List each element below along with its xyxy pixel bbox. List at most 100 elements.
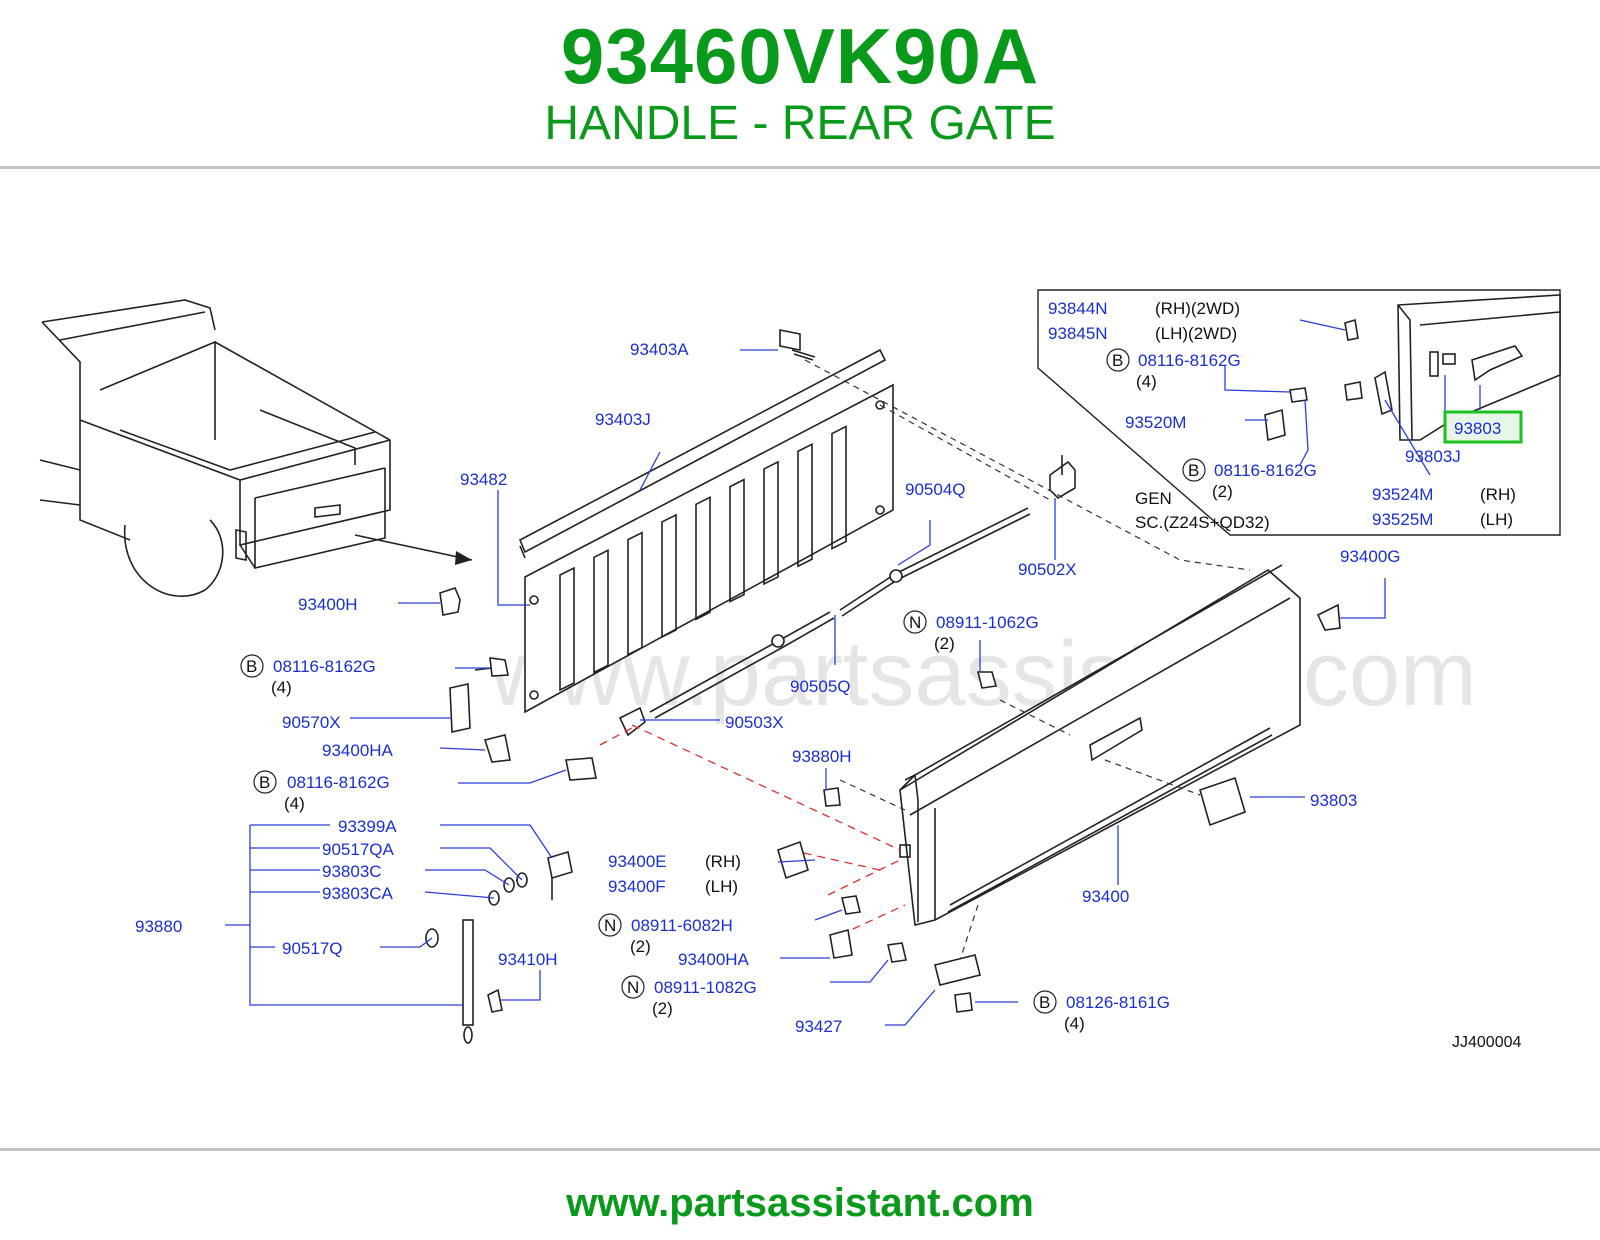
callout-93403j[interactable]: 93403J — [595, 410, 651, 429]
bolt-marker-circle — [1033, 990, 1057, 1014]
truck-illustration — [39, 299, 391, 597]
outer-gate-93400 — [899, 564, 1301, 926]
callout-90517q[interactable]: 90517Q — [282, 939, 343, 958]
callout-93400[interactable]: 93400 — [1082, 887, 1129, 906]
nut-marker-circle — [598, 913, 622, 937]
callout-93524m-note: (RH) — [1480, 485, 1516, 504]
callout-nut-b[interactable]: 08911-6082H — [631, 916, 733, 935]
inset-gen-label: GEN — [1135, 489, 1172, 508]
callout-93427[interactable]: 93427 — [795, 1017, 842, 1036]
nut-marker-circle — [621, 975, 645, 999]
bolt-c-qty: (4) — [1064, 1014, 1085, 1033]
callout-93400h[interactable]: 93400H — [298, 595, 358, 614]
callout-93845n[interactable]: 93845N — [1048, 324, 1108, 343]
callout-90502x[interactable]: 90502X — [1018, 560, 1077, 579]
inset-bolt1-qty: (4) — [1136, 372, 1157, 391]
callout-90504q[interactable]: 90504Q — [905, 480, 966, 499]
callout-bolt-a[interactable]: 08116-8162G — [273, 657, 376, 676]
bolt-marker-circle — [1106, 348, 1130, 372]
callout-93844n[interactable]: 93844N — [1048, 299, 1108, 318]
callout-93400e-note: (RH) — [705, 852, 741, 871]
inset-bolt1-letter: B — [1112, 351, 1123, 370]
nut-b-qty: (2) — [630, 937, 651, 956]
bolt-c-letter: B — [1039, 993, 1050, 1012]
callout-93482[interactable]: 93482 — [460, 470, 507, 489]
bolt-marker-circle — [1182, 458, 1206, 482]
callout-93803ca[interactable]: 93803CA — [322, 884, 394, 903]
bolt-a-letter: B — [246, 657, 257, 676]
nut-marker-circle — [903, 610, 927, 634]
callout-93803j[interactable]: 93803J — [1405, 447, 1461, 466]
nut-c-letter: N — [627, 978, 639, 997]
callout-93803[interactable]: 93803 — [1310, 791, 1357, 810]
callout-93844n-note: (RH)(2WD) — [1155, 299, 1240, 318]
latch-90503x — [618, 706, 646, 737]
panel-rib — [729, 478, 745, 603]
panel-rib — [627, 531, 643, 656]
bottom-divider — [0, 1148, 1600, 1151]
panel-rib — [695, 495, 711, 621]
callout-93845n-note: (LH)(2WD) — [1155, 324, 1237, 343]
panel-rib — [661, 513, 677, 639]
callout-inset-bolt2[interactable]: 08116-8162G — [1214, 461, 1317, 480]
callout-93400f[interactable]: 93400F — [608, 877, 666, 896]
callout-bolt-c[interactable]: 08126-8161G — [1066, 993, 1170, 1012]
footer-url[interactable]: www.partsassistant.com — [566, 1181, 1034, 1225]
part-name-subtitle: HANDLE - REAR GATE — [544, 97, 1056, 150]
callouts: 93844N (RH)(2WD) 93845N (LH)(2WD) B 0811… — [135, 299, 1523, 1051]
inset-bolt2-letter: B — [1188, 461, 1199, 480]
location-arrow-head — [455, 551, 472, 565]
callout-90517qa[interactable]: 90517QA — [322, 840, 394, 859]
callout-93410h[interactable]: 93410H — [498, 950, 558, 969]
callout-93880[interactable]: 93880 — [135, 917, 182, 936]
callout-93400g[interactable]: 93400G — [1340, 547, 1401, 566]
diagram-code: JJ400004 — [1452, 1034, 1521, 1051]
callout-90570x[interactable]: 90570X — [282, 713, 341, 732]
callout-93403a[interactable]: 93403A — [630, 340, 689, 359]
callout-93400e[interactable]: 93400E — [608, 852, 667, 871]
bolt-b-letter: B — [259, 773, 270, 792]
nut-a-letter: N — [909, 613, 921, 632]
callout-93400ha-top[interactable]: 93400HA — [322, 741, 394, 760]
highlight-box — [1443, 410, 1523, 444]
callout-93399a[interactable]: 93399A — [338, 817, 397, 836]
panel-rib — [831, 425, 847, 550]
inset-box — [1037, 289, 1561, 536]
callout-93524m[interactable]: 93524M — [1372, 485, 1433, 504]
callout-93525m-note: (LH) — [1480, 510, 1513, 529]
part-number-title: 93460VK90A — [560, 12, 1040, 100]
callout-93400ha-bottom[interactable]: 93400HA — [678, 950, 750, 969]
inset-sc-label: SC.(Z24S+QD32) — [1135, 513, 1270, 532]
inner-gate-panel — [524, 383, 894, 714]
nut-b-letter: N — [604, 916, 616, 935]
inset-bolt2-qty: (2) — [1212, 482, 1233, 501]
callout-93525m[interactable]: 93525M — [1372, 510, 1433, 529]
panel-rib — [797, 442, 813, 568]
leader-lines — [225, 319, 1481, 1026]
panel-rib — [559, 566, 575, 692]
callout-inset-bolt1[interactable]: 08116-8162G — [1138, 351, 1241, 370]
panel-rib — [593, 549, 609, 674]
nut-a-qty: (2) — [934, 634, 955, 653]
top-gate-rail — [518, 348, 887, 554]
callout-90505q[interactable]: 90505Q — [790, 677, 851, 696]
bolt-marker-circle — [240, 654, 264, 678]
callout-93803c[interactable]: 93803C — [322, 862, 382, 881]
panel-rib — [763, 460, 779, 586]
location-arrow — [354, 534, 473, 561]
callout-bolt-b[interactable]: 08116-8162G — [287, 773, 390, 792]
callout-93400f-note: (LH) — [705, 877, 738, 896]
callout-93880h[interactable]: 93880H — [792, 747, 852, 766]
callout-nut-c[interactable]: 08911-1082G — [654, 978, 757, 997]
callout-93520m[interactable]: 93520M — [1125, 413, 1186, 432]
callout-90503x[interactable]: 90503X — [725, 713, 784, 732]
nut-c-qty: (2) — [652, 999, 673, 1018]
callout-nut-a[interactable]: 08911-1062G — [936, 613, 1039, 632]
top-divider — [0, 166, 1600, 169]
bolt-marker-circle — [253, 770, 277, 794]
callout-93803-highlight[interactable]: 93803 — [1454, 419, 1501, 438]
bolt-a-qty: (4) — [271, 678, 292, 697]
small-hardware — [425, 329, 1341, 1044]
page-header: 93460VK90A HANDLE - REAR GATE — [0, 0, 1600, 170]
